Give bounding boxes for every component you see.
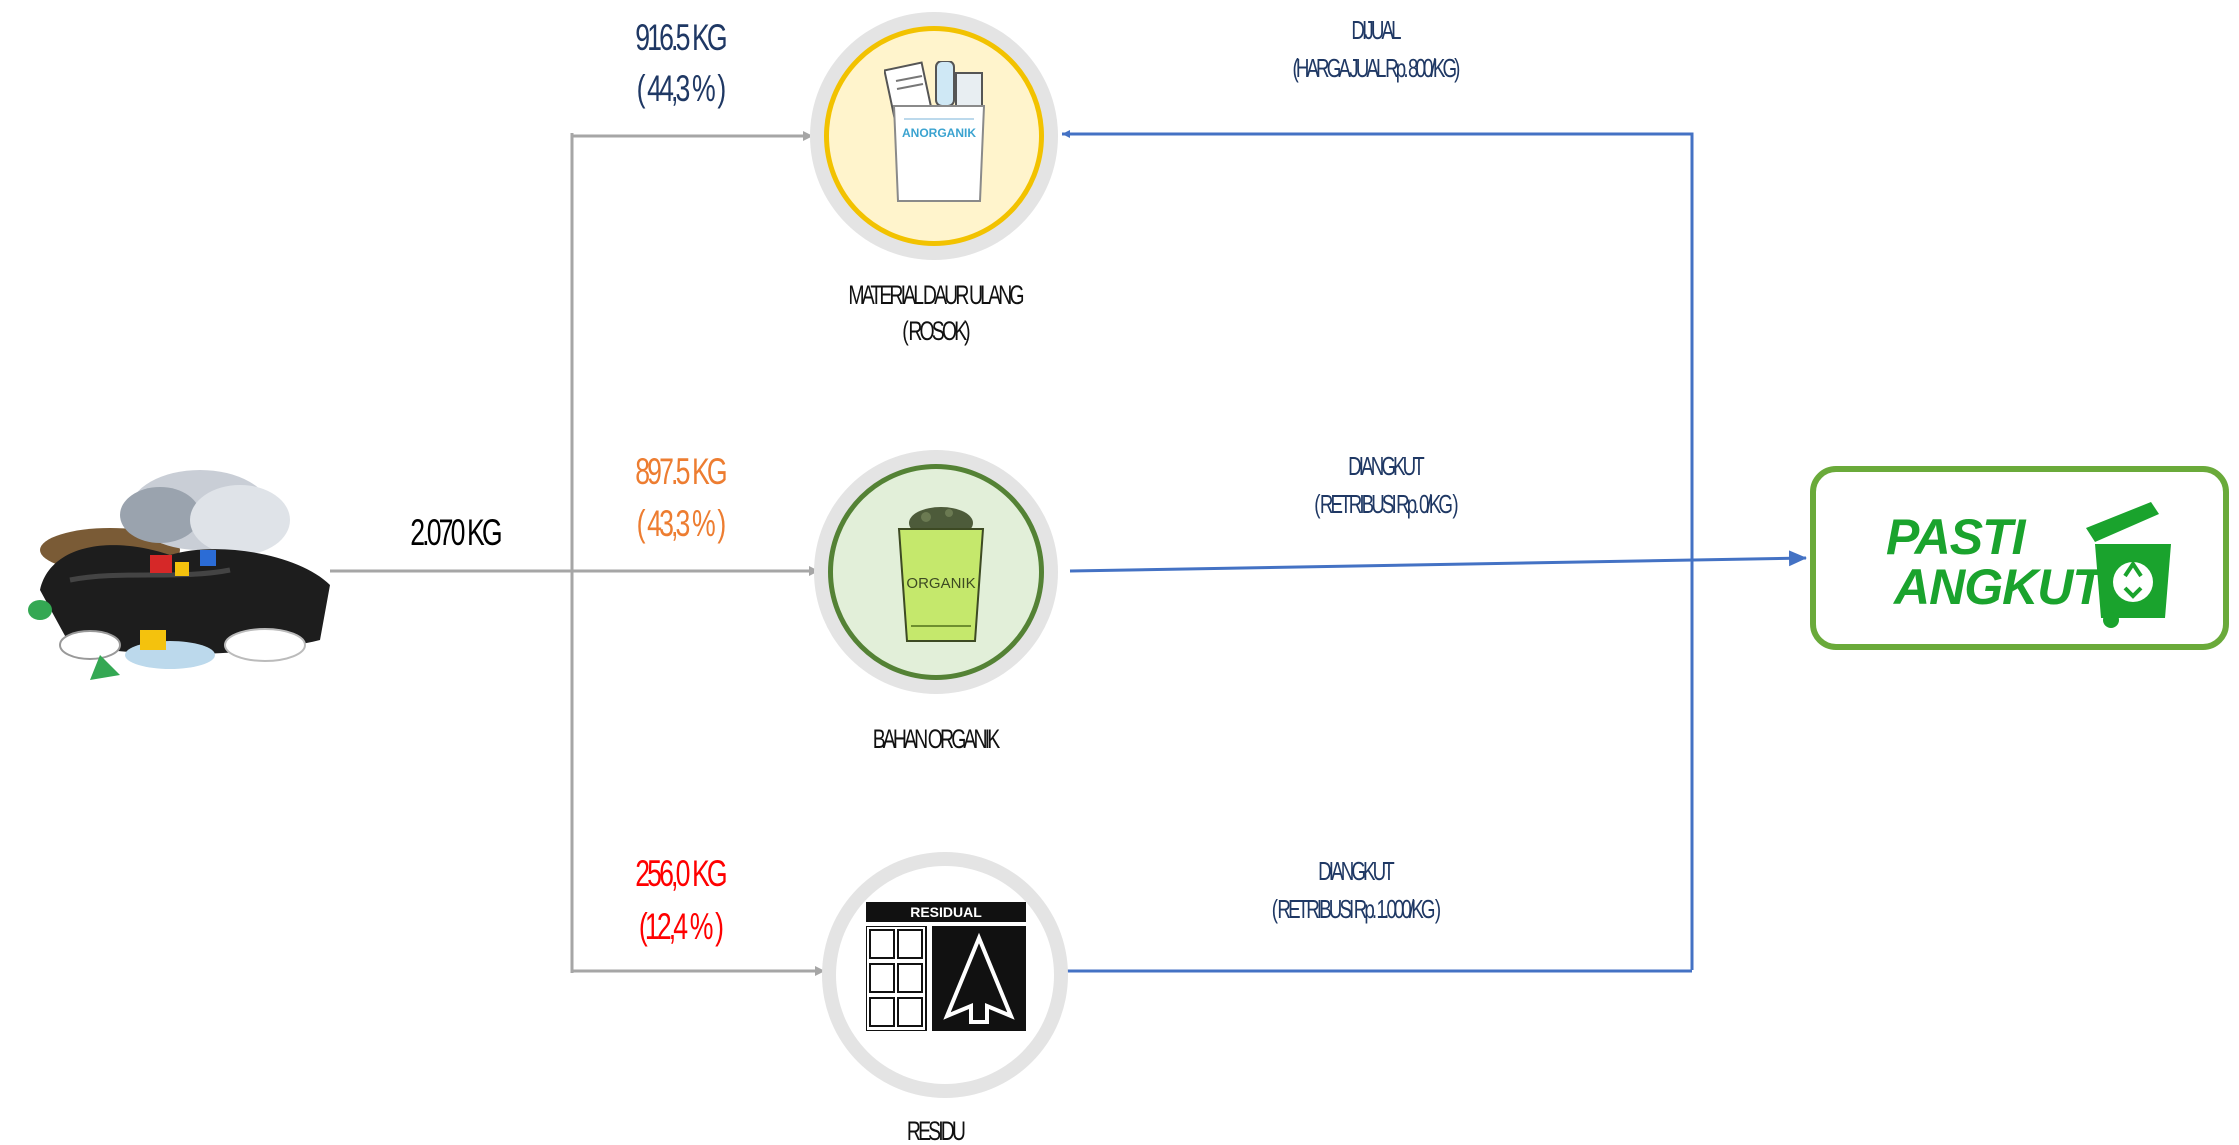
recyclable-flow-line1: DIJUAL: [1351, 15, 1401, 45]
organic-bin-label: ORGANIK: [906, 575, 976, 592]
arrow-to-pasti-angkut: [1069, 550, 1807, 573]
residue-node-inner: RESIDUAL: [836, 866, 1054, 1084]
organic-flow-line1: DIANGKUT: [1348, 451, 1425, 481]
recyclable-node: ANORGANIK: [810, 12, 1058, 260]
recyclable-sold-line: [1062, 132, 1694, 970]
residual-sign-icon: [866, 926, 1026, 1031]
garbage-truck-icon: [2086, 502, 2171, 628]
organic-flow-line2: ( RETRIBUSI Rp. 0/KG ): [1314, 489, 1458, 519]
residue-flow-line1: DIANGKUT: [1318, 856, 1395, 886]
logo-text-line2: ANGKUT: [1894, 559, 2103, 615]
residual-sign-label: RESIDUAL: [866, 902, 1026, 922]
logo-text-line1: PASTI: [1886, 509, 2026, 565]
total-weight: 2.070 KG: [410, 512, 502, 553]
waste-pile-icon: [28, 470, 330, 680]
residue-node: RESIDUAL: [822, 852, 1068, 1098]
organic-caption: BAHAN ORGANIK: [872, 724, 1000, 754]
organic-percent: ( 43,3 % ): [636, 503, 727, 544]
residue-weight: 256,0 KG: [635, 853, 727, 894]
organic-node-inner: ORGANIK: [828, 464, 1044, 680]
recyclable-node-inner: ANORGANIK: [824, 26, 1044, 246]
recycle-bag-label: ANORGANIK: [902, 126, 976, 140]
recyclable-flow-line2: (HARGA JUAL Rp. 800/KG): [1292, 53, 1460, 83]
recyclable-caption-line2: ( ROSOK): [902, 316, 970, 346]
recycle-bag-icon: [884, 61, 986, 202]
recycle-symbol-icon: [2113, 562, 2153, 602]
split-arrows: [330, 131, 825, 976]
organic-node: ORGANIK: [814, 450, 1058, 694]
output-arrows: [1062, 130, 1807, 973]
residue-flow-line2: ( RETRIBUSI Rp. 1.000/KG ): [1271, 894, 1441, 924]
recyclable-percent: ( 44,3 % ): [636, 68, 727, 109]
pasti-angkut-logo: PASTI ANGKUT: [1810, 466, 2229, 650]
organic-weight: 897.5 KG: [635, 451, 727, 492]
residue-caption: RESIDU: [906, 1116, 966, 1145]
recyclable-weight: 916.5 KG: [635, 17, 727, 58]
recyclable-caption-line1: MATERIAL DAUR ULANG: [848, 280, 1024, 310]
residue-percent: (12,4 % ): [638, 906, 724, 947]
organic-bin-icon: [897, 507, 985, 642]
